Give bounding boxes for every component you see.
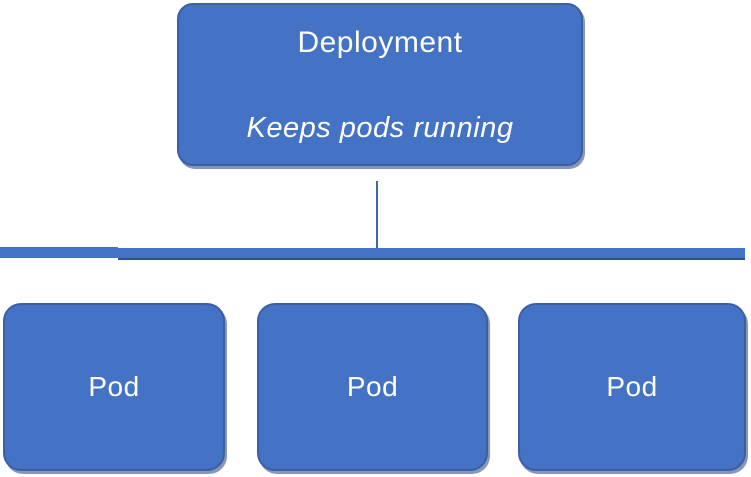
deployment-subtitle: Keeps pods running — [246, 112, 514, 144]
connector-bar-left-segment — [0, 247, 118, 258]
connector-bar-main-segment — [118, 248, 745, 260]
deployment-box: Deployment Keeps pods running — [177, 3, 583, 166]
pod-label: Pod — [606, 371, 658, 402]
pod-box-3: Pod — [518, 303, 746, 471]
pod-box-2: Pod — [257, 303, 488, 471]
pod-label: Pod — [88, 371, 140, 402]
deployment-title: Deployment — [297, 26, 463, 59]
pod-box-1: Pod — [3, 303, 225, 471]
connector-vertical-line — [376, 181, 378, 248]
pod-label: Pod — [346, 371, 399, 402]
